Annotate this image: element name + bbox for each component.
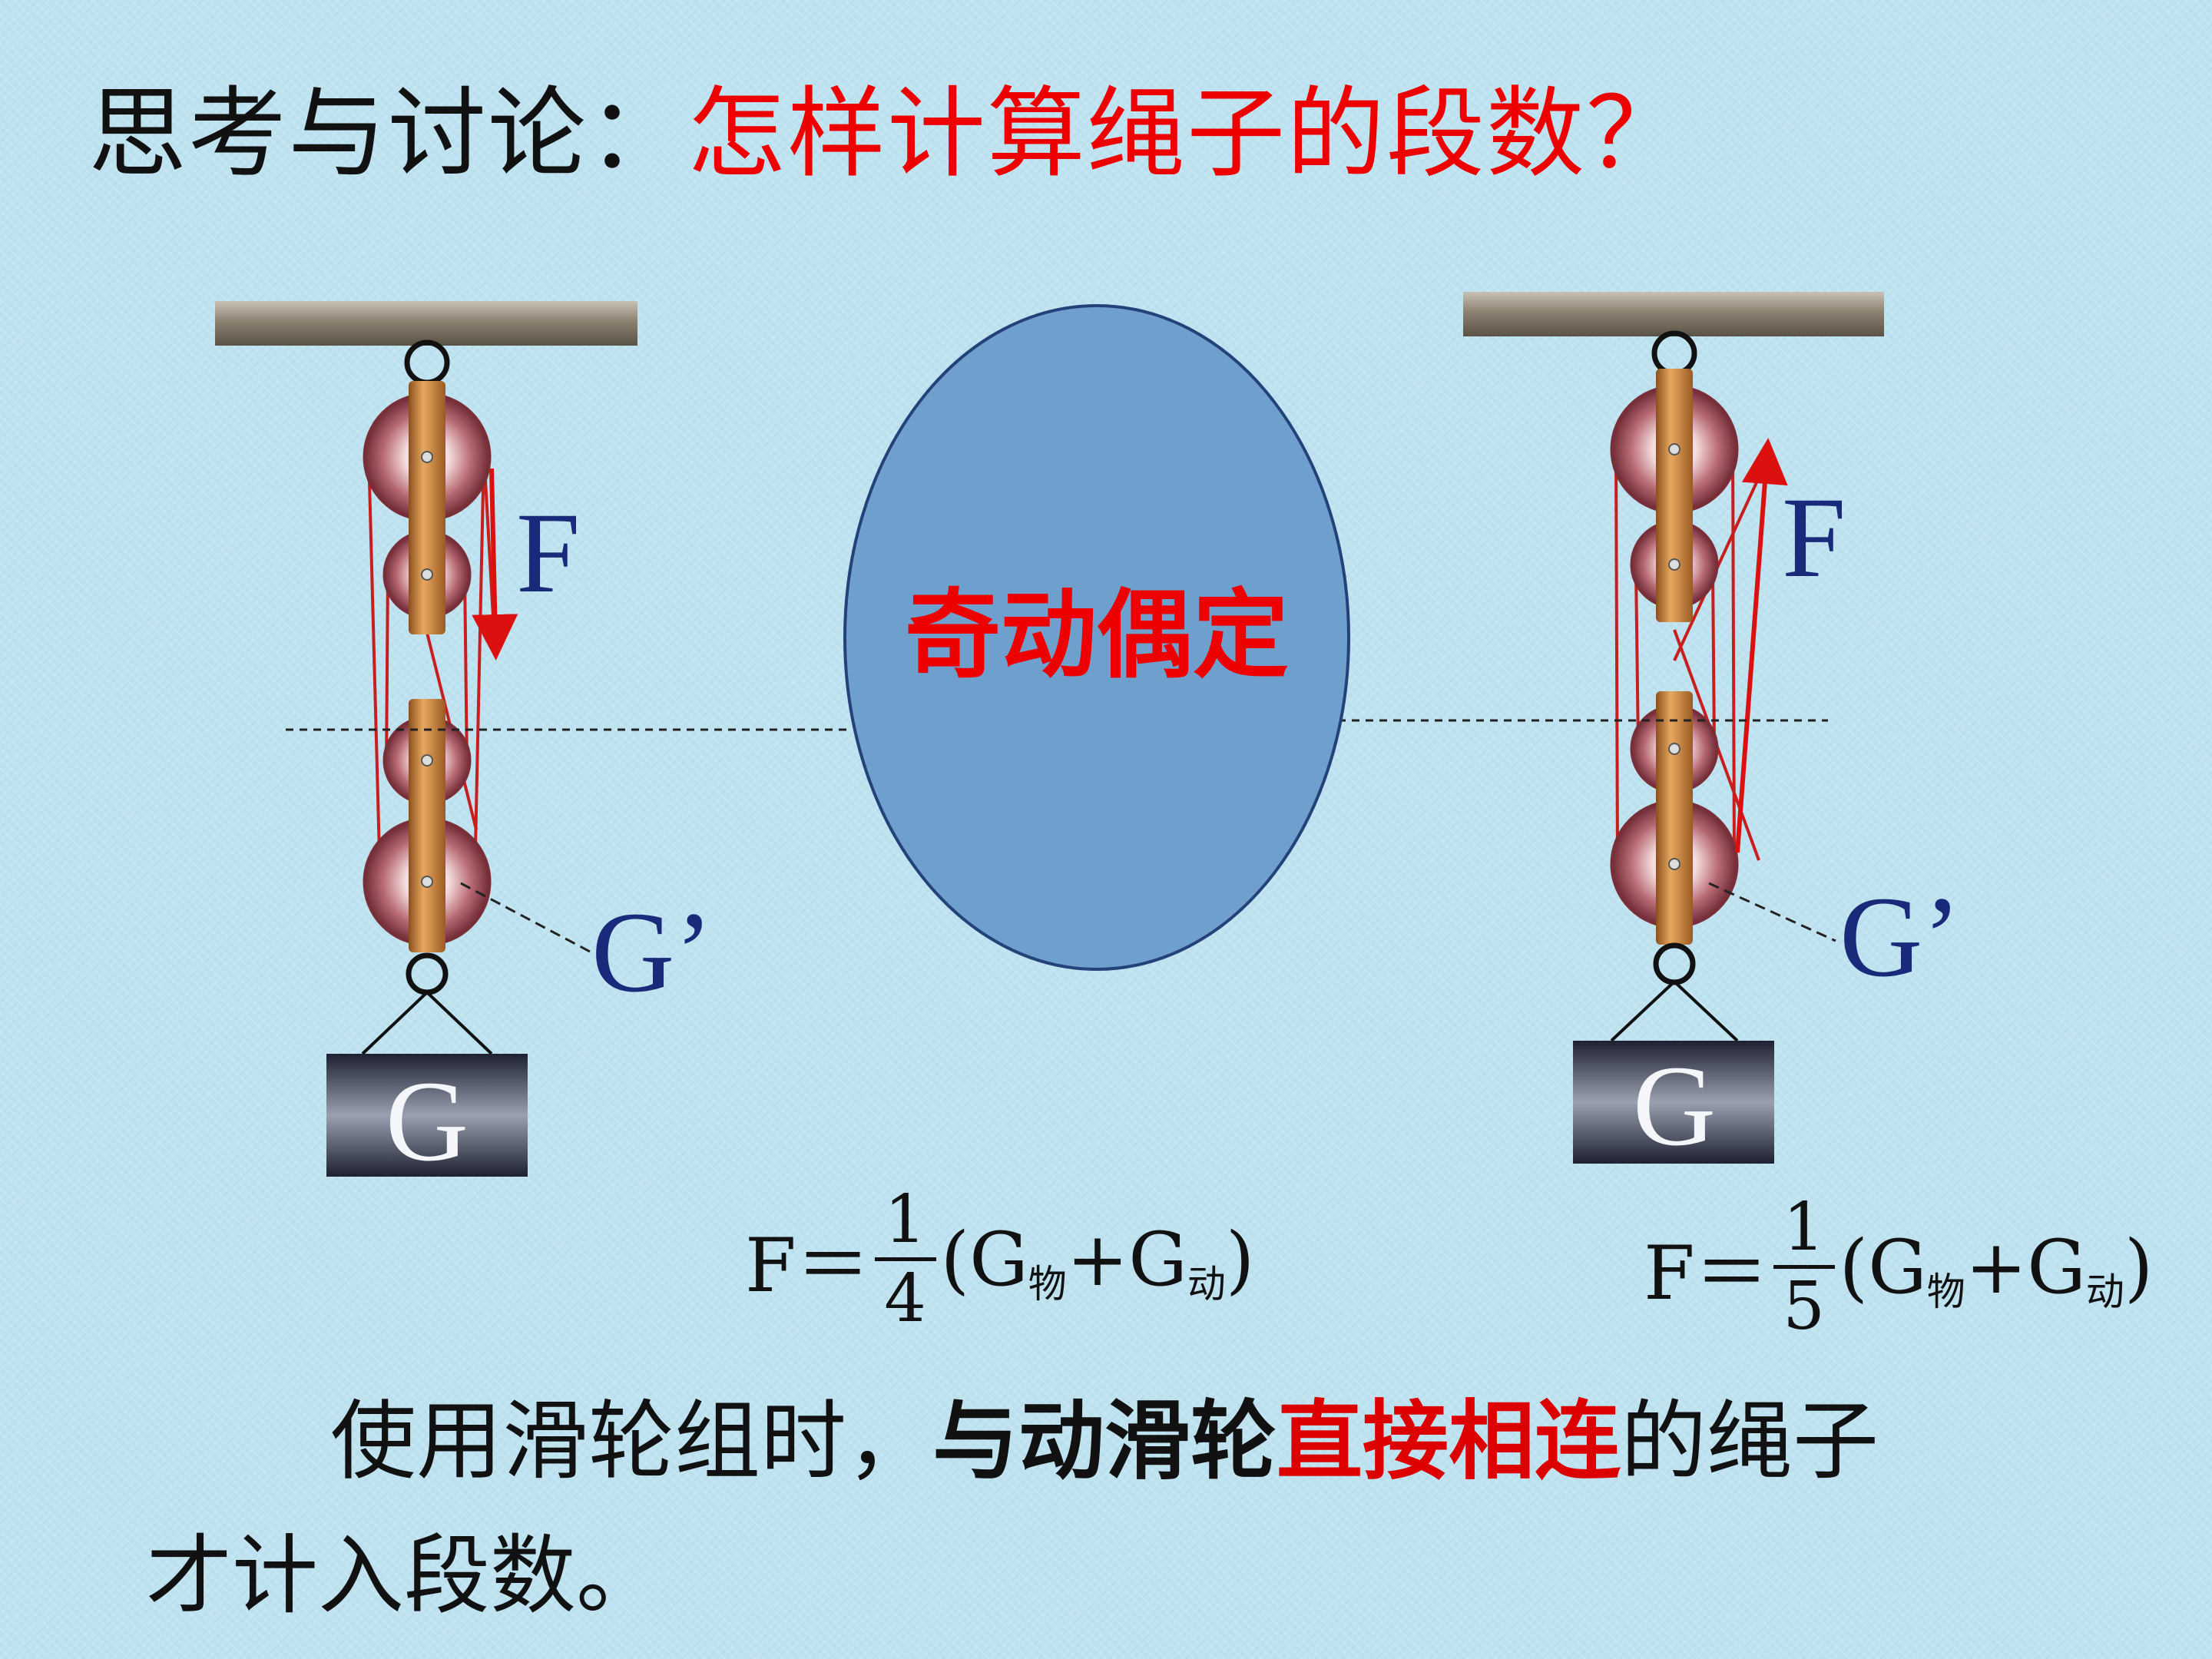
left-pulley-system xyxy=(215,301,853,1177)
fixed-frame-right xyxy=(1656,369,1693,622)
mnemonic-ellipse xyxy=(843,304,1350,971)
formula-right-sub1: 物 xyxy=(1926,1269,1965,1314)
title-question: 怎样计算绳子的段数？ xyxy=(687,77,1687,191)
mnemonic-text: 奇动偶定 xyxy=(905,580,1289,691)
pulley-weight-label-right: G’ xyxy=(1839,873,1961,1001)
force-arrow-right xyxy=(1735,438,1788,853)
paragraph-part4: 的绳子 xyxy=(1621,1392,1879,1492)
explanation-paragraph: 使用滑轮组时，与动滑轮直接相连的绳子才计入段数。 xyxy=(146,1375,2112,1644)
hook-top-right xyxy=(1651,330,1697,376)
formula-right-denominator: 5 xyxy=(1783,1268,1825,1345)
formula-right-plus: +G xyxy=(1965,1224,2086,1310)
formula-right-close: ) xyxy=(2124,1224,2154,1310)
formula-left-close: ) xyxy=(1225,1216,1255,1303)
formula-left-denominator: 4 xyxy=(884,1260,926,1337)
formula-left-numerator: 1 xyxy=(884,1181,926,1258)
formula-right-fraction: 1 5 xyxy=(1773,1194,1835,1339)
load-label-left: G xyxy=(386,1058,469,1185)
load-strap-left xyxy=(361,990,493,1055)
movable-frame-right xyxy=(1656,691,1693,945)
force-label-right: F xyxy=(1782,474,1846,601)
ceiling-beam-right xyxy=(1463,292,1884,336)
paragraph-part3: 直接相连 xyxy=(1277,1392,1621,1492)
force-arrow-left xyxy=(472,468,518,661)
hook-top-left xyxy=(404,339,450,386)
leader-line-left xyxy=(460,882,592,954)
formula-right-sub2: 动 xyxy=(2085,1269,2124,1314)
load-label-right: G xyxy=(1633,1042,1716,1170)
formula-left-sub1: 物 xyxy=(1028,1261,1067,1306)
movable-frame-left xyxy=(409,699,445,952)
fixed-frame-left xyxy=(409,381,445,634)
force-label-left: F xyxy=(516,489,580,617)
formula-right: F＝ 1 5 (G 物 +G 动 ) xyxy=(1644,1194,2153,1339)
title-lead: 思考与讨论： xyxy=(88,77,688,191)
hook-bottom-left xyxy=(406,952,449,995)
ceiling-beam-left xyxy=(215,301,637,346)
load-box-left xyxy=(326,1054,528,1177)
formula-right-numerator: 1 xyxy=(1783,1189,1825,1266)
formula-left-plus: +G xyxy=(1066,1216,1187,1303)
paragraph-part1: 使用滑轮组时， xyxy=(330,1392,932,1492)
formula-left: F＝ 1 4 (G 物 +G 动 ) xyxy=(745,1187,1254,1332)
formula-left-sub2: 动 xyxy=(1187,1261,1226,1306)
formula-left-open: (G xyxy=(940,1216,1028,1303)
load-strap-right xyxy=(1610,979,1739,1042)
leader-line-right xyxy=(1708,882,1836,942)
paragraph-part2: 与动滑轮 xyxy=(932,1392,1277,1492)
formula-left-fraction: 1 4 xyxy=(874,1181,936,1337)
formula-left-fraction-bar xyxy=(874,1257,936,1261)
pulley-weight-label-left: G’ xyxy=(591,889,713,1016)
formula-right-lhs: F＝ xyxy=(1644,1230,1769,1316)
formula-left-lhs: F＝ xyxy=(745,1223,870,1309)
formula-right-fraction-bar xyxy=(1773,1265,1835,1269)
formula-right-open: (G xyxy=(1839,1224,1927,1310)
load-box-right xyxy=(1573,1041,1774,1164)
paragraph-part5: 才计入段数。 xyxy=(146,1526,662,1626)
right-pulley-system xyxy=(1269,292,1884,1164)
page-title: 思考与讨论：怎样计算绳子的段数？ xyxy=(88,73,1686,196)
hook-bottom-right xyxy=(1653,942,1696,985)
